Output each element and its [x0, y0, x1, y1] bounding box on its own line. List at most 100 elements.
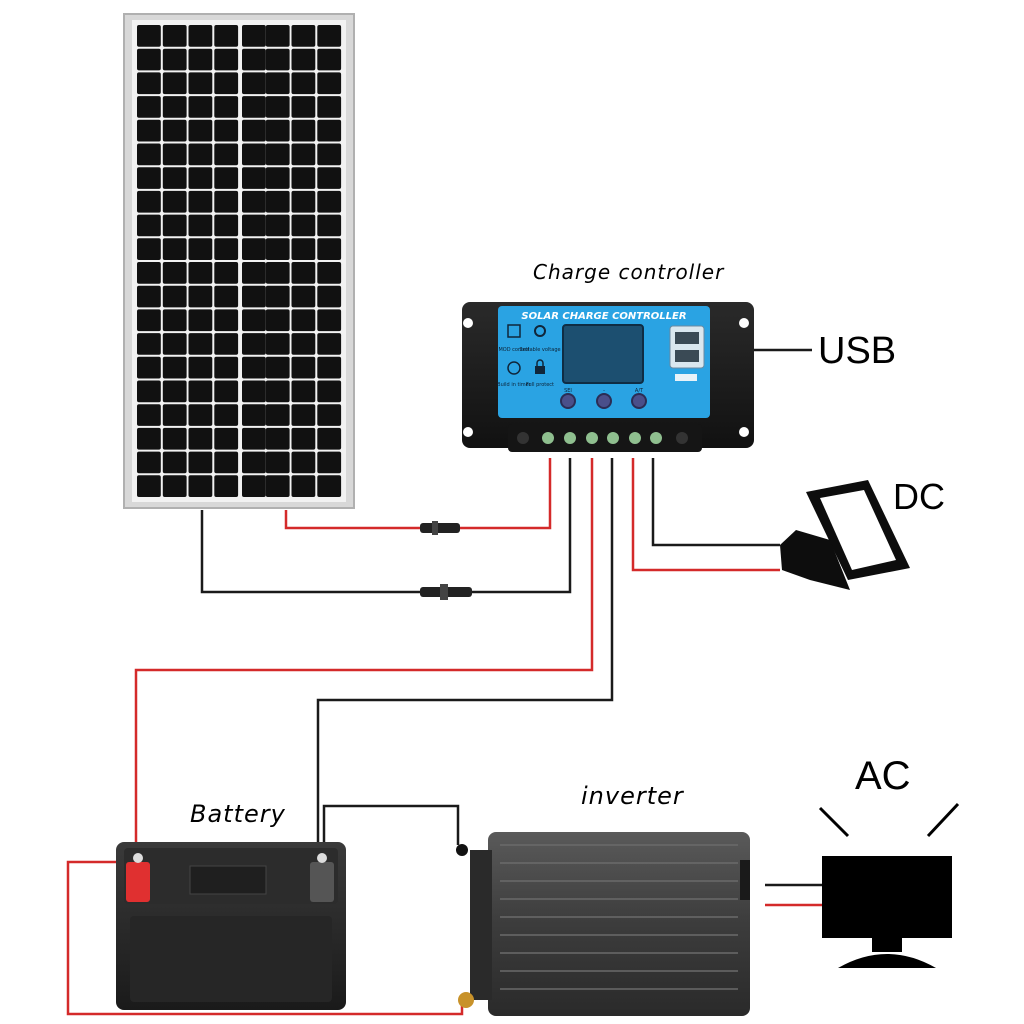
solar-cell: [137, 214, 161, 237]
solar-cell: [242, 143, 266, 166]
wire-load-negative: [651, 458, 780, 547]
solar-cell: [291, 404, 316, 426]
wire-load-positive: [631, 458, 780, 572]
solar-cell: [242, 214, 266, 237]
charge-controller-label: Charge controller: [533, 260, 725, 284]
solar-cell: [188, 214, 213, 237]
solar-cell: [317, 262, 342, 284]
solar-cell: [137, 72, 161, 95]
wire-inverter-positive: [66, 860, 464, 1016]
solar-cell: [137, 48, 161, 71]
solar-cell: [317, 96, 342, 118]
solar-cell: [214, 427, 239, 450]
solar-cell: [188, 309, 213, 332]
solar-cell: [162, 190, 187, 213]
solar-cell: [214, 380, 239, 403]
solar-cell: [162, 72, 187, 95]
svg-text:SEI: SEI: [564, 388, 572, 394]
solar-cell: [242, 48, 266, 71]
solar-cell: [162, 333, 187, 355]
svg-text:Full protect: Full protect: [526, 382, 554, 388]
solar-cell: [317, 475, 342, 497]
solar-cell: [214, 285, 239, 308]
solar-cell: [291, 356, 316, 379]
solar-cell: [291, 143, 316, 166]
solar-cell: [162, 48, 187, 71]
solar-cell: [317, 190, 342, 213]
solar-cell: [188, 404, 213, 426]
solar-cell: [188, 238, 213, 260]
solar-cell: [214, 214, 239, 237]
solar-cell: [291, 238, 316, 260]
solar-panel: [123, 13, 355, 509]
solar-cell: [291, 285, 316, 308]
svg-text:A/T: A/T: [635, 388, 644, 394]
solar-cell: [214, 356, 239, 379]
solar-cell: [242, 96, 266, 118]
solar-cell: [188, 285, 213, 308]
solar-cell: [265, 380, 290, 403]
solar-cell: [188, 380, 213, 403]
solar-cell: [242, 190, 266, 213]
lock-icon: [535, 366, 545, 374]
solar-cell: [162, 119, 187, 142]
solar-cell: [242, 25, 266, 47]
solar-cell: [188, 72, 213, 95]
solar-cell: [291, 309, 316, 332]
solar-cell: [291, 427, 316, 450]
solar-cell: [291, 167, 316, 189]
solar-cell: [188, 262, 213, 284]
battery: [116, 842, 346, 1010]
solar-cell: [317, 25, 342, 47]
solar-cell: [137, 356, 161, 379]
solar-cell: [137, 238, 161, 260]
solar-cell: [162, 451, 187, 474]
wire-battery-positive: [134, 458, 594, 848]
timer-icon: [507, 361, 521, 375]
solar-cell: [162, 475, 187, 497]
solar-cell: [317, 451, 342, 474]
solar-cell: [188, 190, 213, 213]
controller-button-minus: [596, 393, 612, 409]
solar-cell: [162, 309, 187, 332]
solar-cell: [265, 309, 290, 332]
solar-cell: [265, 285, 290, 308]
solar-cell: [188, 475, 213, 497]
solar-cell: [162, 427, 187, 450]
solar-cell: [317, 356, 342, 379]
solar-cell: [265, 427, 290, 450]
solar-cell: [162, 285, 187, 308]
solar-cell: [214, 167, 239, 189]
dc-load-light: [780, 480, 910, 590]
solar-cell: [162, 356, 187, 379]
solar-cell: [265, 333, 290, 355]
solar-cell: [242, 72, 266, 95]
solar-cell: [214, 262, 239, 284]
svg-text:MOD control: MOD control: [498, 347, 529, 353]
solar-cell: [242, 475, 266, 497]
solar-cell: [188, 333, 213, 355]
solar-cell: [214, 119, 239, 142]
solar-cell: [317, 309, 342, 332]
mod-icon: [507, 324, 521, 338]
solar-cell: [162, 262, 187, 284]
svg-text:Build in timer: Build in timer: [497, 382, 532, 388]
solar-cell: [137, 167, 161, 189]
solar-cell: [242, 285, 266, 308]
controller-panel-title: SOLAR CHARGE CONTROLLER: [521, 311, 686, 322]
solar-cells: [137, 25, 342, 497]
solar-cell: [162, 143, 187, 166]
solar-cell: [188, 48, 213, 71]
solar-cell: [214, 96, 239, 118]
solar-cell: [265, 72, 290, 95]
solar-cell: [291, 262, 316, 284]
mc4-connector-positive: [420, 521, 460, 535]
solar-cell: [291, 333, 316, 355]
solar-cell: [214, 238, 239, 260]
svg-text:Settable voltage: Settable voltage: [519, 347, 560, 353]
solar-cell: [265, 48, 290, 71]
solar-cell: [291, 190, 316, 213]
solar-cell: [137, 380, 161, 403]
solar-cell: [265, 214, 290, 237]
